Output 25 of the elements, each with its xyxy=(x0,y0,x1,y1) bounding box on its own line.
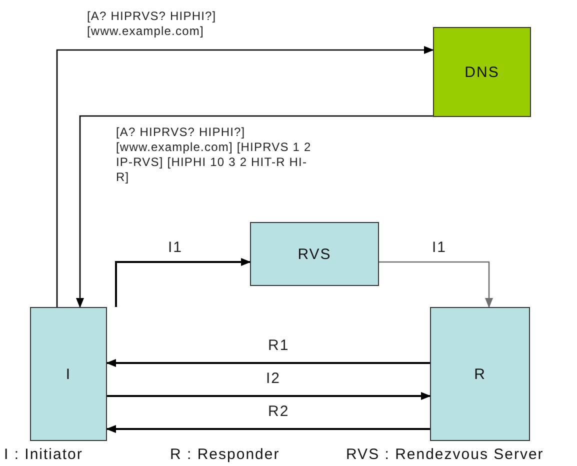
legend-text: R : Responder xyxy=(170,446,280,463)
arrow xyxy=(115,258,251,307)
process-box xyxy=(250,222,379,286)
node-label: I xyxy=(66,366,72,382)
arrow xyxy=(379,261,493,308)
edge-label: I1 xyxy=(432,240,447,255)
edge-label: R2 xyxy=(268,404,290,419)
edge-label: [A? HIPRVS? HIPHI?] [www.example.com] [HIPRVS 1 2 IP-RVS] [HIPHI 10 3 2 HIT-R HI-R] xyxy=(116,125,312,185)
arrow xyxy=(76,115,433,308)
process-box xyxy=(30,307,107,441)
arrow xyxy=(107,392,431,400)
node-label: R xyxy=(474,366,486,382)
node-label: RVS xyxy=(298,246,332,262)
arrow xyxy=(56,46,434,307)
edge-label: I1 xyxy=(168,240,183,255)
node-label: DNS xyxy=(464,64,500,80)
legend-text: I : Initiator xyxy=(4,446,83,463)
edge-label: I2 xyxy=(266,371,281,386)
legend-text: RVS : Rendezvous Server xyxy=(346,446,544,463)
arrow xyxy=(106,359,430,367)
arrow xyxy=(106,425,430,433)
process-box xyxy=(433,27,531,117)
edge-label: R1 xyxy=(268,338,290,353)
process-box xyxy=(430,307,530,441)
edge-label: [A? HIPRVS? HIPHI?] [www.example.com] xyxy=(87,9,218,39)
